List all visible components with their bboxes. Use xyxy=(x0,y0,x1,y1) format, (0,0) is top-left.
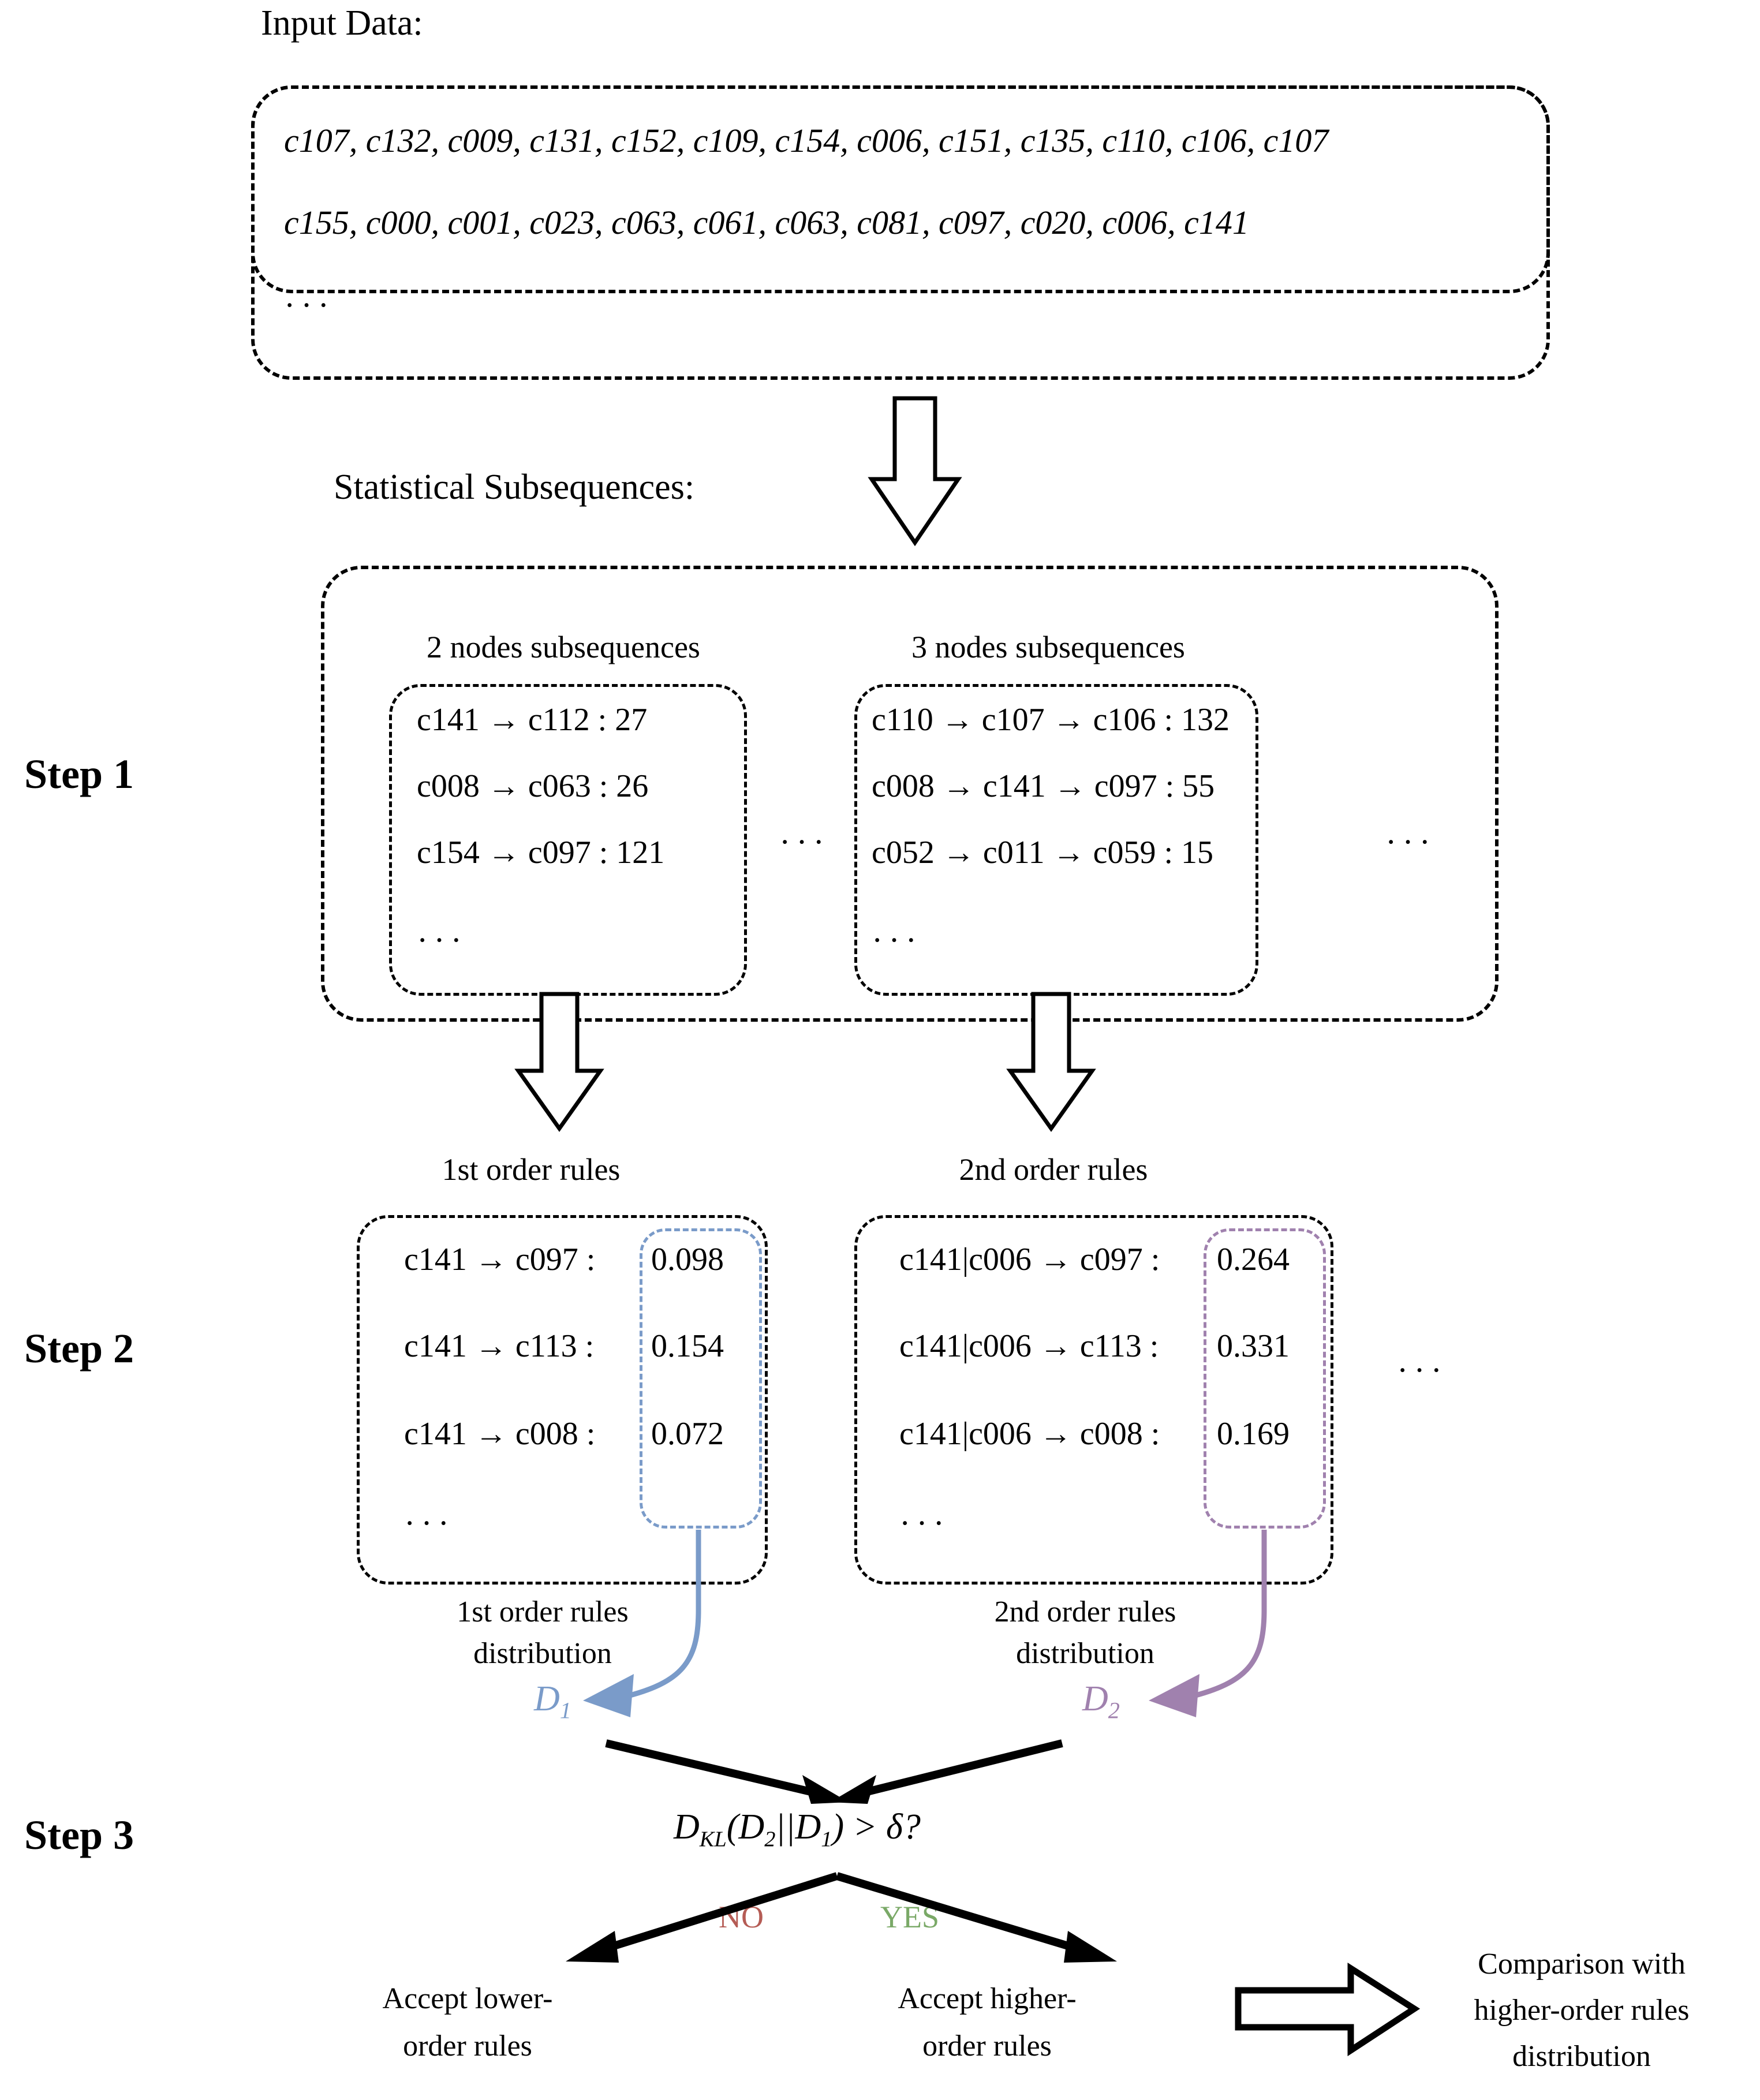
formula-d: D xyxy=(674,1807,700,1847)
formula-mid: ||D xyxy=(775,1807,821,1847)
step2-right-box xyxy=(854,1215,1333,1585)
input-data-ellipsis: ··· xyxy=(284,286,335,324)
step2-left-rule-1-value: 0.098 xyxy=(651,1242,724,1277)
d2-letter: D xyxy=(1082,1679,1108,1718)
step1-left-title: 2 nodes subsequences xyxy=(427,630,700,664)
accept-lower-order-line1: Accept lower- xyxy=(382,1982,553,2015)
formula-d2-sub: 2 xyxy=(764,1827,776,1852)
step2-right-ellipsis: ··· xyxy=(899,1504,950,1542)
branch-arrow-yes-head xyxy=(1064,1931,1117,1963)
step1-left-rule-3: c154 → c097 : 121 xyxy=(417,835,665,870)
step-3-label: Step 3 xyxy=(24,1812,134,1858)
merge-arrow-right-head xyxy=(830,1775,876,1804)
step2-right-caption-line1: 2nd order rules xyxy=(994,1595,1176,1628)
accept-higher-order-line2: order rules xyxy=(922,2030,1052,2062)
step1-right-ellipsis: ··· xyxy=(872,921,922,959)
branch-arrow-no-head xyxy=(566,1931,619,1963)
step1-left-rule-1: c141 → c112 : 27 xyxy=(417,702,648,738)
step1-outer-box xyxy=(321,566,1499,1022)
d1-connector-arrowhead xyxy=(583,1674,634,1717)
step2-right-title: 2nd order rules xyxy=(959,1152,1148,1187)
branch-arrow-yes-line xyxy=(835,1872,1087,1955)
step2-left-rule-1-lhs: c141 → c097 : xyxy=(404,1242,596,1277)
input-data-title: Input Data: xyxy=(261,3,423,43)
step2-left-highlight xyxy=(640,1228,762,1529)
accept-lower-order-line2: order rules xyxy=(403,2030,532,2062)
statistical-subsequences-title: Statistical Subsequences: xyxy=(334,468,695,507)
formula-open: (D xyxy=(726,1807,765,1847)
step2-right-rule-3-lhs: c141|c006 → c008 : xyxy=(899,1416,1160,1452)
step1-right-title: 3 nodes subsequences xyxy=(911,630,1185,664)
merge-arrow-right-line xyxy=(852,1739,1063,1799)
step1-left-rule-2: c008 → c063 : 26 xyxy=(417,768,649,804)
step2-left-rule-2-lhs: c141 → c113 : xyxy=(404,1328,595,1364)
merge-arrow-left-line xyxy=(605,1739,827,1799)
step1-right-rule-3: c052 → c011 → c059 : 15 xyxy=(872,835,1214,870)
comparison-line2: higher-order rules xyxy=(1474,1994,1690,2027)
input-data-line-2: c155, c000, c001, c023, c063, c061, c063… xyxy=(284,204,1249,241)
kl-divergence-formula: DKL(D2||D1) > δ? xyxy=(674,1807,921,1852)
step2-left-rule-2-value: 0.154 xyxy=(651,1328,724,1364)
step1-right-rule-1: c110 → c107 → c106 : 132 xyxy=(872,702,1230,738)
step-2-label: Step 2 xyxy=(24,1325,134,1372)
input-data-box-lower xyxy=(251,85,1550,380)
merge-arrow-left-head xyxy=(802,1775,849,1804)
branch-label-no: NO xyxy=(719,1900,764,1934)
branch-arrow-no-line xyxy=(596,1872,839,1955)
step2-left-caption-line1: 1st order rules xyxy=(457,1595,629,1628)
distribution-label-d1: D1 xyxy=(534,1679,571,1724)
step2-left-rule-3-lhs: c141 → c008 : xyxy=(404,1416,596,1452)
step2-right-rule-3-value: 0.169 xyxy=(1217,1416,1290,1452)
input-data-line-1: c107, c132, c009, c131, c152, c109, c154… xyxy=(284,122,1329,159)
step2-right-rule-1-value: 0.264 xyxy=(1217,1242,1290,1277)
comparison-line1: Comparison with xyxy=(1478,1948,1686,1981)
d1-subscript: 1 xyxy=(559,1697,571,1724)
d1-letter: D xyxy=(534,1679,560,1718)
step1-left-ellipsis: ··· xyxy=(417,921,468,959)
step2-right-highlight xyxy=(1204,1228,1326,1529)
formula-d1-sub: 1 xyxy=(821,1827,832,1852)
accept-higher-order-line1: Accept higher- xyxy=(898,1982,1077,2015)
step1-between-ellipsis: ··· xyxy=(779,823,830,861)
step-1-label: Step 1 xyxy=(24,751,134,797)
formula-kl-sub: KL xyxy=(699,1827,727,1852)
d2-connector-arrowhead xyxy=(1149,1674,1200,1717)
hollow-down-arrow-main xyxy=(868,396,962,547)
branch-label-yes: YES xyxy=(880,1900,940,1934)
step1-right-rule-2: c008 → c141 → c097 : 55 xyxy=(872,768,1215,804)
step2-left-ellipsis: ··· xyxy=(404,1504,455,1542)
step2-right-rule-2-value: 0.331 xyxy=(1217,1328,1290,1364)
d2-subscript: 2 xyxy=(1108,1697,1120,1724)
distribution-label-d2: D2 xyxy=(1082,1679,1120,1724)
step2-right-caption-line2: distribution xyxy=(1016,1637,1154,1670)
step2-left-rule-3-value: 0.072 xyxy=(651,1416,724,1452)
step2-left-caption-line2: distribution xyxy=(473,1637,612,1670)
formula-tail: ) > δ? xyxy=(832,1807,921,1847)
step2-left-box xyxy=(357,1215,768,1585)
comparison-line3: distribution xyxy=(1512,2040,1651,2073)
hollow-right-arrow-comparison xyxy=(1235,1962,1421,2057)
step2-right-rule-2-lhs: c141|c006 → c113 : xyxy=(899,1328,1159,1364)
step2-left-title: 1st order rules xyxy=(442,1152,621,1187)
step2-right-rule-1-lhs: c141|c006 → c097 : xyxy=(899,1242,1160,1277)
step1-outer-ellipsis: ··· xyxy=(1385,823,1436,861)
step2-outer-ellipsis: ··· xyxy=(1397,1351,1448,1389)
